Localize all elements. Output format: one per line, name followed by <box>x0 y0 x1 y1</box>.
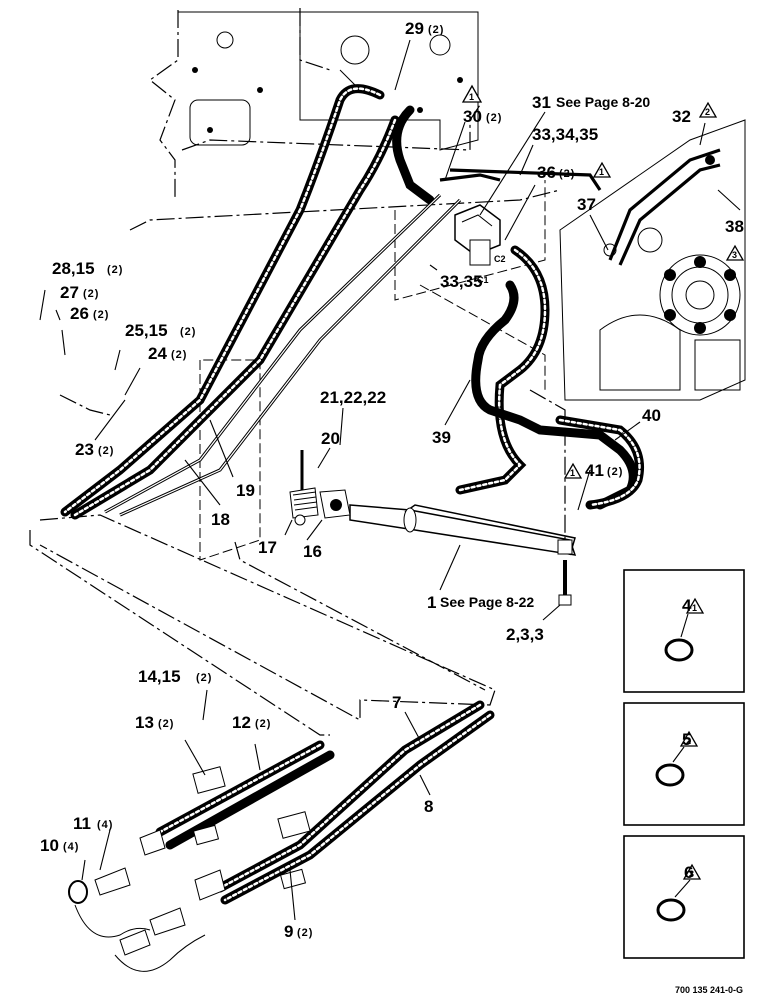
label-9: 9 <box>284 922 293 941</box>
o-ring-detail-boxes <box>623 569 745 959</box>
label-2-3-3: 2,3,3 <box>506 625 544 644</box>
label-28-qty: (2) <box>107 264 123 276</box>
label-10-qty: (4) <box>63 841 79 853</box>
drawing-code: 700 135 241-0-G <box>675 985 743 995</box>
label-16: 16 <box>303 542 322 561</box>
label-10: 10 <box>40 836 59 855</box>
label-31-ref: See Page 8-20 <box>556 94 650 110</box>
label-24: 24 <box>148 344 167 363</box>
label-30: 30 <box>463 107 482 126</box>
label-28-15: 28,15 <box>52 259 95 278</box>
callout-labels: 29 (2) 1 30 (2) 31 See Page 8-20 32 2 33… <box>40 19 744 995</box>
label-14-15: 14,15 <box>138 667 181 686</box>
label-29: 29 <box>405 19 424 38</box>
flag-triangle-32 <box>698 101 718 118</box>
flag-triangle-41 <box>563 462 583 479</box>
machine-frame <box>29 8 566 736</box>
hydraulic-hoses <box>60 84 644 520</box>
label-30-qty: (2) <box>486 112 502 124</box>
label-32: 32 <box>672 107 691 126</box>
label-41-qty: (2) <box>607 466 623 478</box>
label-37: 37 <box>577 195 596 214</box>
label-24-qty: (2) <box>171 349 187 361</box>
label-23-qty: (2) <box>98 445 114 457</box>
label-25-qty: (2) <box>180 326 196 338</box>
label-12: 12 <box>232 713 251 732</box>
flag-triangle-5 <box>679 730 699 747</box>
label-29-qty: (2) <box>428 24 444 36</box>
warning-flags <box>461 84 745 880</box>
engine-plate <box>178 10 479 151</box>
label-1: 1 <box>427 593 436 612</box>
label-27: 27 <box>60 283 79 302</box>
lower-hoses <box>68 700 495 972</box>
label-39: 39 <box>432 428 451 447</box>
o-ring-box-5 <box>623 702 745 826</box>
label-18: 18 <box>211 510 230 529</box>
label-27-qty: (2) <box>83 288 99 300</box>
label-7: 7 <box>392 693 401 712</box>
label-36-qty: (2) <box>559 168 575 180</box>
label-11-qty: (4) <box>97 819 113 831</box>
label-8: 8 <box>424 797 433 816</box>
label-26: 26 <box>70 304 89 323</box>
label-38: 38 <box>725 217 744 236</box>
label-12-qty: (2) <box>255 718 271 730</box>
sprocket-cluster <box>637 227 741 336</box>
label-33-35: 33,35 <box>440 272 483 291</box>
clevis-parts <box>289 450 351 526</box>
label-13-qty: (2) <box>158 718 174 730</box>
flag-triangle-4 <box>685 597 705 614</box>
label-14-qty: (2) <box>196 672 212 684</box>
hydraulic-cylinder <box>349 504 577 606</box>
flag-triangle-30 <box>461 84 483 103</box>
label-23: 23 <box>75 440 94 459</box>
label-11: 11 <box>73 814 91 833</box>
gearbox <box>559 119 746 401</box>
flag-41-num: 1 <box>570 468 575 478</box>
label-6: 6 <box>684 863 693 882</box>
label-33-34-35: 33,34,35 <box>532 125 598 144</box>
flag-6-num: 3 <box>689 869 694 879</box>
o-ring-box-4 <box>623 569 745 693</box>
flag-triangle-38 <box>725 244 745 261</box>
flag-5-num: 2 <box>686 736 691 746</box>
flag-36-num: 1 <box>599 167 604 177</box>
label-19: 19 <box>236 481 255 500</box>
control-valve <box>454 204 501 266</box>
o-ring-box-6 <box>623 835 745 959</box>
label-17: 17 <box>258 538 277 557</box>
leader-lines <box>39 39 741 921</box>
flag-triangle-36 <box>592 161 612 178</box>
label-40: 40 <box>642 406 661 425</box>
flag-38-num: 3 <box>732 250 737 260</box>
flag-30-num: 1 <box>469 92 474 102</box>
label-21-22-22: 21,22,22 <box>320 388 386 407</box>
flag-32-num: 2 <box>705 107 710 117</box>
label-41: 41 <box>585 461 604 480</box>
label-4: 4 <box>682 596 692 615</box>
flag-triangle-6 <box>682 863 702 880</box>
label-31: 31 <box>532 93 551 112</box>
label-25-15: 25,15 <box>125 321 168 340</box>
label-5: 5 <box>682 730 691 749</box>
label-9-qty: (2) <box>297 927 313 939</box>
label-13: 13 <box>135 713 154 732</box>
label-36: 36 <box>537 163 556 182</box>
label-26-qty: (2) <box>93 309 109 321</box>
port-c1: C1 <box>477 275 489 285</box>
flag-4-num: 1 <box>692 603 697 613</box>
label-20: 20 <box>321 429 340 448</box>
port-c2: C2 <box>494 254 506 264</box>
label-1-ref: See Page 8-22 <box>440 594 534 610</box>
